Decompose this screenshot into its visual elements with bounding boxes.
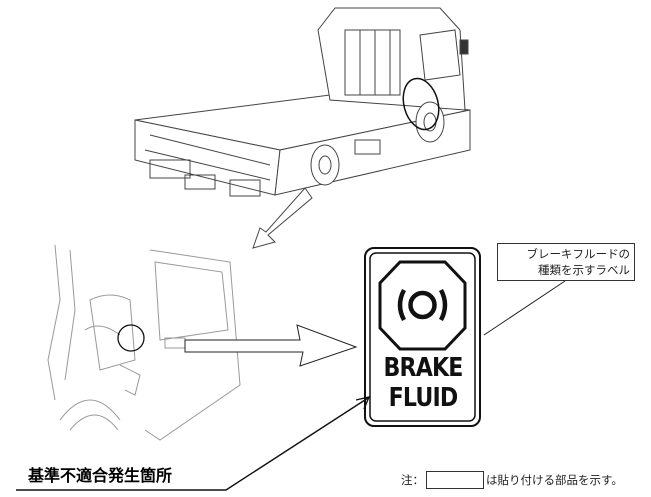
note-blank-box bbox=[426, 471, 484, 489]
callout-leader bbox=[483, 280, 566, 336]
truck-illustration bbox=[134, 7, 471, 197]
location-caption: 基準不適合発生箇所 bbox=[28, 466, 173, 485]
arrow-to-door bbox=[252, 187, 313, 249]
brake-fluid-label bbox=[364, 247, 481, 427]
arrow-to-label bbox=[184, 324, 358, 367]
location-circle bbox=[117, 324, 145, 352]
note: 注： は貼り付ける部品を示す。 bbox=[401, 471, 623, 489]
callout-line-2: 種類を示すラベル bbox=[538, 263, 630, 277]
note-suffix: は貼り付ける部品を示す。 bbox=[486, 473, 623, 487]
door-illustration bbox=[47, 244, 241, 441]
location-leader bbox=[16, 396, 371, 491]
callout-box: ブレーキフルードの 種類を示すラベル bbox=[497, 243, 635, 281]
label-text-fluid: FLUID bbox=[388, 383, 459, 413]
callout-line-1: ブレーキフルードの bbox=[526, 247, 631, 261]
label-text-brake: BRAKE bbox=[383, 353, 464, 383]
note-prefix: 注： bbox=[401, 473, 424, 487]
